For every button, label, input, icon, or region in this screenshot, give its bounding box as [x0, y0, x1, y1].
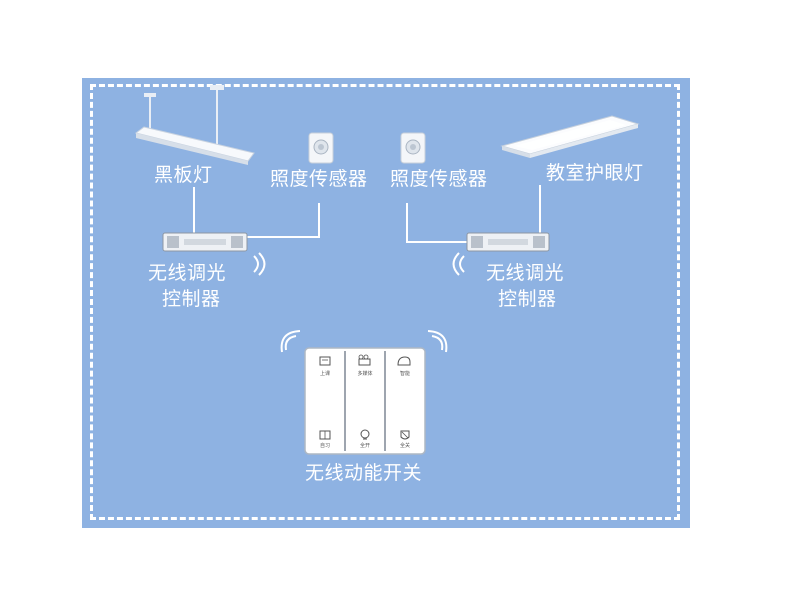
- blackboard-light-icon: [134, 85, 255, 165]
- classroom-light-icon: [500, 115, 640, 158]
- class-icon: [319, 356, 331, 366]
- blackboard-light-label: 黑板灯: [154, 164, 213, 186]
- illuminance-sensor-left-label: 照度传感器: [270, 168, 368, 190]
- wireless-switch-panel: 上课 多媒体 智能 自习 全开 全关: [304, 347, 426, 455]
- wire-classroom-light-to-controller: [539, 185, 541, 234]
- wireless-signal-left-controller-icon: [253, 252, 266, 276]
- dashed-border: [90, 84, 680, 520]
- power-off-icon: [400, 430, 410, 440]
- dimming-controller-right-label-line1: 无线调光: [486, 262, 565, 284]
- dimming-controller-right-icon: [466, 232, 550, 252]
- wire-sensor-right-horizontal: [406, 241, 470, 243]
- dimming-controller-left-icon: [162, 232, 248, 252]
- wireless-signal-right-controller-icon: [452, 252, 465, 276]
- dimming-controller-left-label-line2: 控制器: [162, 288, 221, 310]
- self-study-icon: [319, 430, 331, 440]
- switch-button-label: 自习: [320, 442, 330, 449]
- bulb-icon: [360, 429, 370, 440]
- switch-button-label: 多媒体: [357, 370, 372, 377]
- projector-icon: [358, 354, 371, 366]
- switch-button-label: 智能: [400, 370, 410, 377]
- smart-icon: [397, 356, 411, 366]
- wire-sensor-left-to-controller: [318, 203, 320, 238]
- illuminance-sensor-left-icon: [308, 132, 334, 164]
- wireless-signal-switch-left-icon: [280, 330, 301, 353]
- switch-button-label: 全开: [360, 442, 370, 449]
- classroom-light-label: 教室护眼灯: [546, 162, 644, 184]
- wireless-switch-label: 无线动能开关: [305, 462, 423, 484]
- illuminance-sensor-right-label: 照度传感器: [390, 168, 488, 190]
- illuminance-sensor-right-icon: [400, 132, 426, 164]
- dimming-controller-left-label-line1: 无线调光: [148, 262, 227, 284]
- switch-button-label: 全关: [400, 442, 410, 449]
- wire-sensor-right-vertical: [406, 203, 408, 243]
- wireless-signal-switch-right-icon: [427, 330, 448, 353]
- wire-sensor-left-horizontal: [245, 236, 320, 238]
- switch-button-label: 上课: [320, 370, 330, 377]
- wire-blackboard-to-controller: [193, 187, 195, 233]
- dimming-controller-right-label-line2: 控制器: [498, 288, 557, 310]
